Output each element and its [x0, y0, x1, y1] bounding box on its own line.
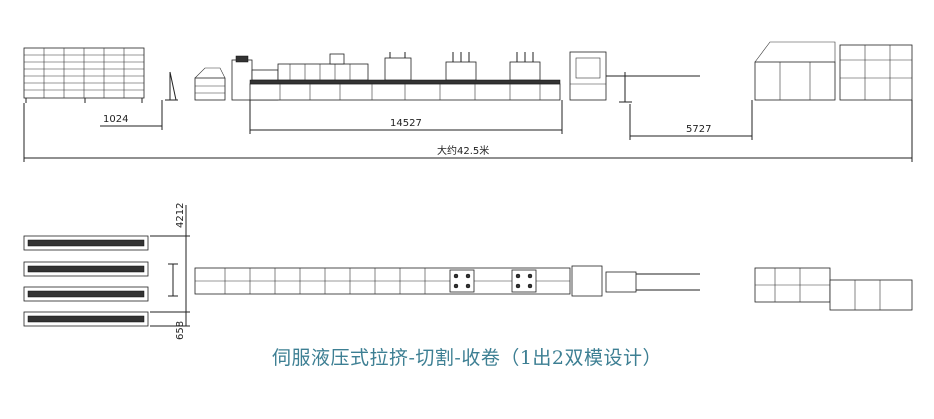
dimension-lines [23, 100, 913, 162]
side-view: 1024 14527 5727 大约42.5米 [23, 41, 913, 162]
dim-4212: 4212 [175, 203, 186, 228]
cutting-unit-plan [571, 265, 700, 297]
guide-stand-plan [168, 263, 178, 297]
guide-stand [165, 71, 178, 101]
winding-unit-plan [754, 267, 913, 311]
width-dimension [150, 205, 190, 327]
dim-658: 658 [175, 321, 186, 340]
winding-unit [754, 41, 913, 101]
main-machine [249, 52, 561, 101]
dim-14527: 14527 [390, 118, 422, 129]
creel-rack [23, 47, 145, 103]
plan-view: 4212 658 [23, 203, 913, 340]
preforming-unit [194, 67, 226, 101]
main-machine-plan [194, 267, 571, 295]
dim-5727: 5727 [686, 124, 711, 135]
cutting-unit [569, 51, 607, 101]
conveyor [606, 72, 700, 103]
diagram-caption: 伺服液压式拉挤-切割-收卷（1出2双模设计） [271, 347, 663, 369]
dim-1024: 1024 [103, 114, 128, 125]
creel-rack-plan [23, 235, 149, 327]
dim-total: 大约42.5米 [437, 144, 489, 157]
